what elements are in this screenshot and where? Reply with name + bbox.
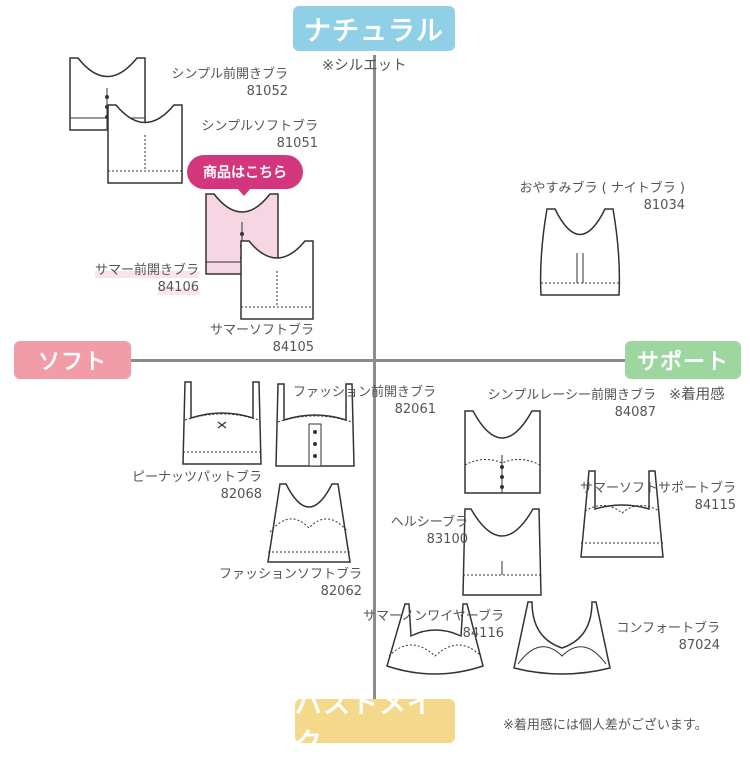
product-label-84087[interactable]: シンプルレーシー前開きブラ 84087 bbox=[452, 387, 656, 421]
lacy-front-open-bra-icon bbox=[464, 410, 541, 494]
axis-note-fit: ※着用感 bbox=[669, 387, 725, 403]
product-badge-tail bbox=[236, 187, 252, 196]
product-code: 81051 bbox=[276, 136, 318, 151]
product-name: ファッション前開きブラ bbox=[292, 385, 436, 400]
comfort-bra-icon bbox=[513, 601, 611, 675]
axis-label-natural: ナチュラル bbox=[293, 6, 455, 51]
product-label-81034[interactable]: おやすみブラ ( ナイトブラ ) 81034 bbox=[480, 180, 685, 214]
axis-label-bust-make: バストメイク bbox=[295, 689, 455, 759]
product-code: 84115 bbox=[694, 498, 736, 513]
horizontal-axis bbox=[130, 359, 625, 362]
product-name: ピーナッツパットブラ bbox=[131, 470, 262, 485]
axis-label-support: サポート bbox=[625, 341, 741, 379]
footnote: ※着用感には個人差がございます。 bbox=[503, 718, 708, 733]
product-code: 83100 bbox=[426, 532, 468, 547]
tank-bra-icon bbox=[107, 104, 183, 184]
product-label-84115[interactable]: サマーソフトサポートブラ 84115 bbox=[548, 480, 736, 514]
product-code: 82062 bbox=[320, 584, 362, 599]
product-code: 87024 bbox=[678, 638, 720, 653]
vertical-axis bbox=[373, 55, 376, 710]
product-label-84116[interactable]: サマーノンワイヤーブラ 84116 bbox=[318, 608, 504, 642]
non-wire-bra-icon bbox=[386, 603, 484, 675]
axis-note-silhouette: ※シルエット bbox=[322, 58, 407, 74]
product-code: 81052 bbox=[246, 84, 288, 99]
product-label-83100[interactable]: ヘルシーブラ 83100 bbox=[368, 514, 468, 548]
product-label-81051[interactable]: シンプルソフトブラ 81051 bbox=[180, 118, 318, 152]
product-code: 82068 bbox=[220, 487, 262, 502]
soft-bra-icon bbox=[267, 483, 351, 563]
support-bra-icon bbox=[580, 470, 664, 558]
product-name: サマーノンワイヤーブラ bbox=[362, 609, 504, 624]
product-label-84105[interactable]: サマーソフトブラ 84105 bbox=[176, 322, 314, 356]
product-label-81052[interactable]: シンプル前開きブラ 81052 bbox=[150, 66, 288, 100]
product-name: サマーソフトサポートブラ bbox=[579, 481, 736, 496]
front-open-bra-icon bbox=[275, 383, 355, 467]
product-name: コンフォートブラ bbox=[616, 621, 720, 636]
padded-bra-icon bbox=[182, 381, 262, 465]
product-name: シンプルレーシー前開きブラ bbox=[487, 388, 656, 403]
axis-label-soft: ソフト bbox=[14, 341, 131, 379]
product-badge[interactable]: 商品はこちら bbox=[187, 155, 303, 189]
product-name: サマー前開きブラ bbox=[94, 263, 199, 278]
product-code: 82061 bbox=[394, 402, 436, 417]
product-label-82061[interactable]: ファッション前開きブラ 82061 bbox=[268, 384, 436, 418]
product-label-84106[interactable]: サマー前開きブラ 84106 bbox=[62, 262, 199, 296]
product-code: 81034 bbox=[643, 198, 685, 213]
product-code: 84087 bbox=[614, 405, 656, 420]
product-label-82062[interactable]: ファッションソフトブラ 82062 bbox=[180, 566, 362, 600]
product-name: サマーソフトブラ bbox=[209, 323, 314, 338]
product-code: 84116 bbox=[462, 626, 504, 641]
product-name: シンプルソフトブラ bbox=[201, 119, 318, 134]
healthy-bra-icon bbox=[462, 508, 542, 596]
night-bra-icon bbox=[539, 208, 621, 296]
product-code: 84105 bbox=[272, 340, 314, 355]
product-name: おやすみブラ ( ナイトブラ ) bbox=[519, 181, 685, 196]
product-label-82068[interactable]: ピーナッツパットブラ 82068 bbox=[100, 469, 262, 503]
tank-bra-icon bbox=[240, 240, 314, 320]
product-code: 84106 bbox=[157, 280, 199, 295]
product-name: ヘルシーブラ bbox=[390, 515, 468, 530]
product-name: シンプル前開きブラ bbox=[171, 67, 288, 82]
product-name: ファッションソフトブラ bbox=[218, 567, 362, 582]
product-label-87024[interactable]: コンフォートブラ 87024 bbox=[590, 620, 720, 654]
front-open-tank-bra-icon bbox=[69, 57, 146, 131]
